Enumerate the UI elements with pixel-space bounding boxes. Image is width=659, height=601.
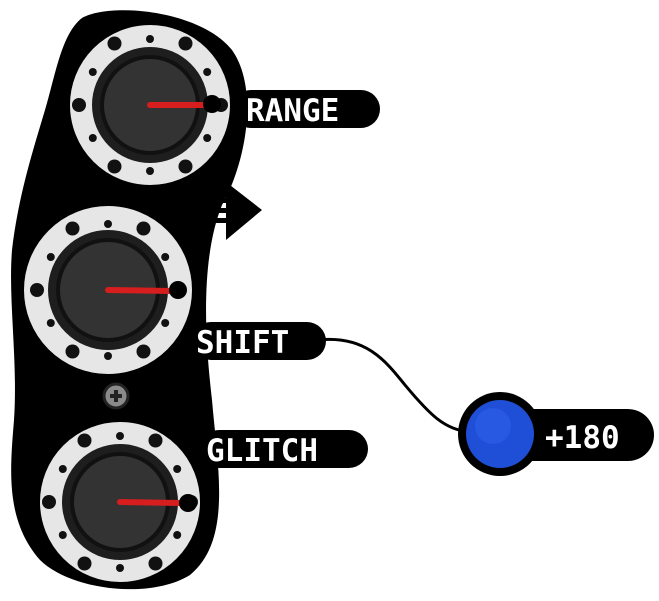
dial-marker-dot <box>46 253 55 261</box>
dial-marker-dot <box>116 564 124 572</box>
dial-marker-dot <box>46 319 55 327</box>
dial-marker-dot <box>88 134 97 142</box>
patch-cable <box>317 337 471 434</box>
dial-marker-dot <box>77 556 92 571</box>
dial-marker-dot <box>146 167 154 175</box>
dial-marker-dot <box>146 35 154 43</box>
dial-marker-dot <box>42 495 56 509</box>
dial-marker-dot <box>72 98 86 112</box>
label-range: RANGE <box>232 90 380 129</box>
knob-glitch[interactable] <box>36 418 204 586</box>
dial-marker-dot <box>104 220 112 228</box>
dial-marker-dot <box>203 68 212 76</box>
dial-marker-dot <box>173 531 182 539</box>
knob-range[interactable] <box>66 21 234 189</box>
dial-marker-dot <box>104 352 112 360</box>
dial-marker-dot <box>136 221 151 236</box>
dial-marker-dot <box>88 68 97 76</box>
connector-node[interactable]: +180 <box>458 392 654 476</box>
dial-marker-dot <box>77 433 92 448</box>
dial-marker-dot <box>148 556 163 571</box>
dial-marker-dot <box>136 344 151 359</box>
dial-marker-dot <box>178 36 193 51</box>
knob-label-glitch: GLITCH <box>206 433 318 469</box>
connector-value: +180 <box>545 420 620 456</box>
dial-marker-dot <box>116 432 124 440</box>
knob-shift[interactable] <box>20 202 196 378</box>
dial-marker-dot <box>58 531 67 539</box>
dial-marker-dot <box>65 344 80 359</box>
dial-marker-dot <box>30 283 44 297</box>
dial-marker-dot <box>58 465 67 473</box>
dial-marker-dot <box>65 221 80 236</box>
dial-marker-dot <box>203 134 212 142</box>
dial-marker-dot <box>161 319 170 327</box>
dial-marker-dot <box>107 159 122 174</box>
knob-label-range: RANGE <box>246 93 339 129</box>
dial-marker-dot <box>148 433 163 448</box>
dial-marker-dot <box>178 159 193 174</box>
screw-icon <box>102 382 130 410</box>
dial-marker-dot <box>161 253 170 261</box>
dial-marker-dot <box>173 465 182 473</box>
knob-label-shift: SHIFT <box>196 325 289 361</box>
label-glitch: GLITCH <box>200 430 368 469</box>
arrow-right-icon <box>212 182 262 240</box>
label-shift: SHIFT <box>192 322 326 361</box>
dial-marker-dot <box>107 36 122 51</box>
